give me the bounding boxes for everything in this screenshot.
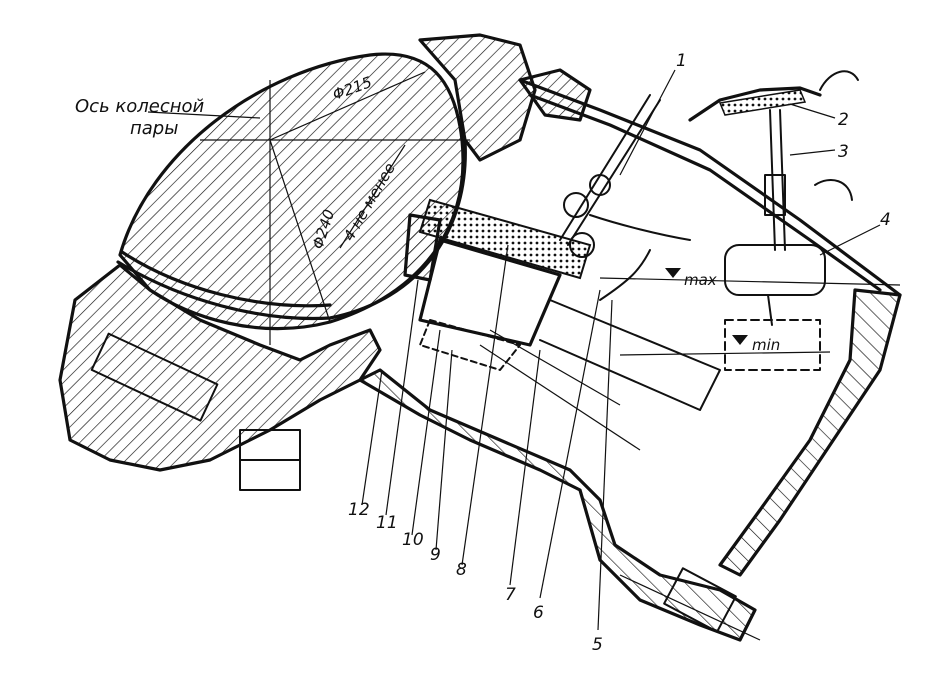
min-level-marker — [732, 335, 748, 345]
dimension-lines — [200, 71, 470, 345]
spring-rods — [559, 94, 691, 301]
callout-2: 2 — [838, 110, 849, 130]
top-cover — [688, 70, 859, 251]
bearing-assembly — [403, 198, 721, 451]
callout-9: 9 — [430, 545, 441, 565]
axis-title-line1: Ось колесной — [75, 96, 205, 117]
callout-6: 6 — [533, 603, 544, 623]
callout-11: 11 — [376, 513, 398, 533]
callout-8: 8 — [456, 560, 467, 580]
leader-lines — [147, 69, 881, 631]
callout-3: 3 — [838, 142, 849, 162]
callout-10: 10 — [402, 530, 424, 550]
callout-12: 12 — [348, 500, 370, 520]
callout-1: 1 — [676, 51, 687, 71]
right-housing — [518, 78, 902, 577]
axis-title-line2: пары — [130, 118, 178, 139]
level-max-label: max — [684, 271, 717, 289]
oil-float — [599, 244, 901, 371]
level-min-label: min — [752, 336, 780, 354]
callout-5: 5 — [592, 635, 603, 655]
lower-housing — [58, 263, 761, 642]
callout-7: 7 — [505, 585, 516, 605]
max-level-marker — [665, 268, 681, 278]
callout-4: 4 — [880, 210, 891, 230]
